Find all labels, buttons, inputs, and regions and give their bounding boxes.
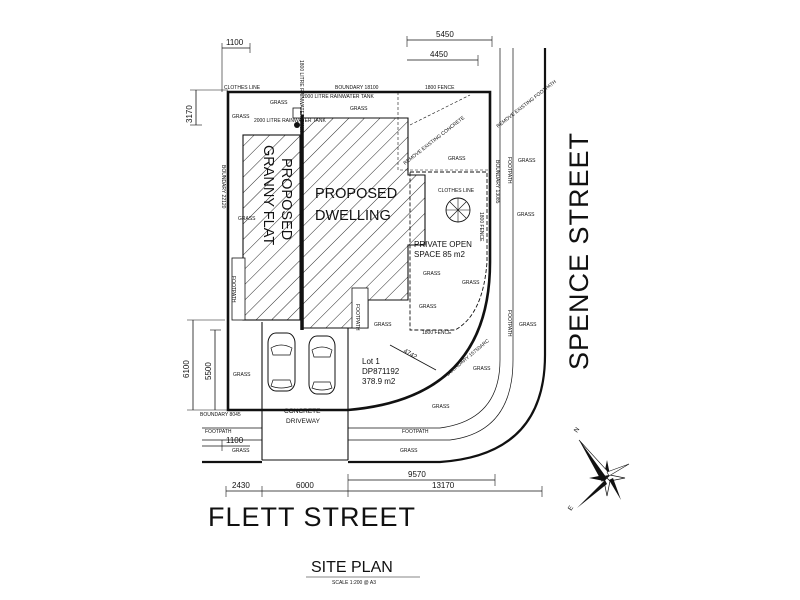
dim-top-1100: 1100 [226, 38, 244, 47]
private-open-space-fence [409, 171, 488, 331]
dim-top-4450: 4450 [430, 50, 448, 59]
grass-label: GRASS [270, 100, 288, 106]
dim-bottom-2430: 2430 [232, 481, 250, 490]
grass-label: GRASS [519, 322, 537, 328]
bottom-dimensions [202, 440, 543, 497]
car-left [267, 332, 296, 392]
grass-label: GRASS [448, 156, 466, 162]
grass-label: GRASS [462, 280, 480, 286]
grass-label: GRASS [233, 372, 251, 378]
top-dimensions [221, 36, 493, 92]
driveway-label-line1: CONCRETE [284, 408, 321, 415]
clothes-line-right-label: CLOTHES LINE [438, 188, 475, 194]
tank-2000-a-label: 2000 LITRE RAINWATER TANK [302, 94, 374, 100]
grass-label: GRASS [232, 448, 250, 454]
footpath-label-e: FOOTPATH [205, 429, 232, 435]
boundary-left-label: BOUNDARY 22120 [220, 165, 226, 209]
flett-street-label: FLETT STREET [208, 502, 416, 532]
compass-east-label: E [567, 504, 576, 512]
site-plan-title: SITE PLAN [311, 559, 393, 576]
site-plan-scale: SCALE 1:200 @ A3 [332, 580, 376, 586]
rainwater-tank-a [292, 107, 302, 119]
granny-flat-porch [231, 257, 246, 321]
private-open-space-line1: PRIVATE OPEN [414, 240, 472, 249]
grass-label: GRASS [432, 404, 450, 410]
fence-right-label: 1800 FENCE [478, 212, 484, 242]
dim-bottom-13170: 13170 [432, 481, 455, 490]
grass-label: GRASS [400, 448, 418, 454]
dim-bottom-9570: 9570 [408, 470, 426, 479]
boundary-top-label: BOUNDARY 18100 [335, 85, 379, 91]
dim-left-5500: 5500 [204, 362, 213, 380]
grass-label: GRASS [350, 106, 368, 112]
grass-label: GRASS [374, 322, 392, 328]
tank-small-label: 1800 LITRE RAINWATER TANK [298, 60, 304, 132]
compass-north-label: N [573, 426, 582, 434]
rainwater-tank-b [294, 122, 300, 128]
granny-flat-label-line2: GRANNY FLAT [260, 145, 276, 245]
north-point-icon [577, 439, 630, 508]
car-right [308, 335, 336, 395]
dwelling-label-line1: PROPOSED [315, 186, 397, 202]
grass-label: GRASS [423, 271, 441, 277]
grass-label: GRASS [238, 216, 256, 222]
lot-label-line2: DP871192 [362, 367, 400, 376]
dim-left-6100: 6100 [182, 360, 191, 378]
lot-label-line3: 378.9 m2 [362, 377, 396, 386]
footpath-label-a: FOOTPATH [230, 276, 236, 303]
fence-top-label: 1800 FENCE [425, 85, 455, 91]
dim-left-3170: 3170 [185, 105, 194, 123]
diag-dimension-line [389, 344, 437, 371]
grass-label: GRASS [517, 212, 535, 218]
granny-flat-building [242, 134, 301, 321]
footpath-label-d: FOOTPATH [506, 310, 512, 337]
footpath-label-c: FOOTPATH [506, 157, 512, 184]
grass-label: GRASS [518, 158, 536, 164]
dwelling-building [302, 117, 426, 329]
fence-bottom-label: 1800 FENCE [422, 330, 452, 336]
boundary-bottom-label: BOUNDARY 8045 [200, 412, 241, 418]
remove-footpath-label: REMOVE EXISTING FOOTPATH [496, 79, 559, 130]
clothes-line-top-label: CLOTHES LINE [224, 85, 261, 91]
grass-label: GRASS [419, 304, 437, 310]
dim-bottom-6000: 6000 [296, 481, 314, 490]
dwelling-label-line2: DWELLING [315, 208, 391, 224]
dwelling-stoop [351, 287, 369, 329]
spence-street-label: SPENCE STREET [564, 132, 594, 370]
boundary-right-label: BOUNDARY 13085 [494, 160, 500, 204]
grass-label: GRASS [473, 366, 491, 372]
existing-concrete-outline [409, 94, 471, 126]
tank-2000-b-label: 2000 LITRE RAINWATER TANK [254, 118, 326, 124]
lot-label-line1: Lot 1 [362, 357, 380, 366]
clothes-line-umbrella [445, 197, 471, 223]
road-and-footpath-lines [202, 48, 547, 464]
driveway-label-line2: DRIVEWAY [286, 418, 321, 425]
lot-boundary [226, 90, 492, 412]
grass-label: GRASS [232, 114, 250, 120]
private-open-space-line2: SPACE 85 m2 [414, 250, 466, 259]
concrete-driveway [261, 322, 349, 461]
footpath-label-f: FOOTPATH [402, 429, 429, 435]
footpath-label-b: FOOTPATH [354, 304, 360, 331]
left-dimensions [187, 89, 228, 411]
dim-top-5450: 5450 [436, 30, 454, 39]
dim-bottom-1100: 1100 [226, 436, 244, 445]
granny-flat-label-line1: PROPOSED [278, 158, 294, 240]
